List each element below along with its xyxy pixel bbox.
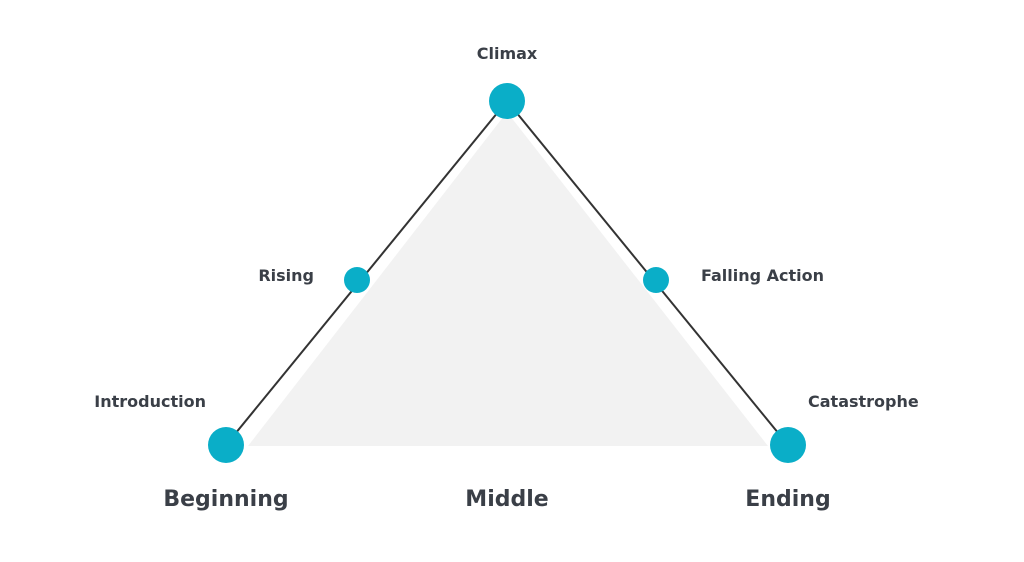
beginning-label: Beginning — [163, 487, 288, 512]
catastrophe-label: Catastrophe — [808, 392, 919, 411]
rising-node — [344, 267, 370, 293]
introduction-node — [208, 427, 244, 463]
middle-label: Middle — [465, 487, 548, 512]
climax-node — [489, 83, 525, 119]
ending-label: Ending — [745, 487, 830, 512]
catastrophe-node — [770, 427, 806, 463]
triangle-fill — [248, 112, 768, 446]
rising-label: Rising — [258, 266, 314, 285]
falling-action-node — [643, 267, 669, 293]
climax-label: Climax — [477, 44, 538, 63]
introduction-label: Introduction — [94, 392, 206, 411]
falling-action-label: Falling Action — [701, 266, 824, 285]
